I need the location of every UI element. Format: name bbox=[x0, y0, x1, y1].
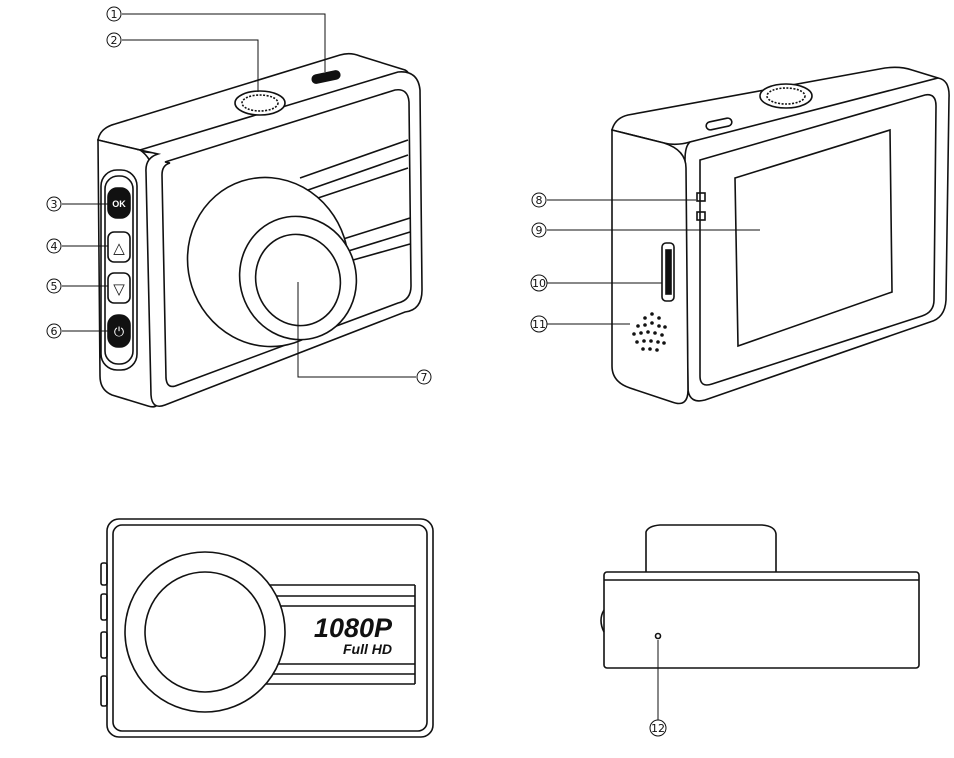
up-button-icon[interactable] bbox=[107, 231, 131, 263]
microphone-icon bbox=[654, 632, 662, 640]
lens-inner-ring bbox=[254, 233, 342, 327]
bottom-view-body bbox=[603, 571, 920, 669]
front-view-inner bbox=[112, 524, 428, 732]
ok-button-icon[interactable] bbox=[107, 187, 131, 219]
side-nub bbox=[100, 631, 108, 659]
front-view-lens-inner bbox=[144, 571, 266, 693]
callout-circle bbox=[46, 278, 62, 294]
callout-11: 11 bbox=[532, 318, 546, 331]
back-left-face bbox=[611, 128, 689, 405]
down-button-icon[interactable] bbox=[107, 272, 131, 304]
callout-circle bbox=[649, 719, 667, 737]
front-view-lens bbox=[124, 551, 286, 713]
callout-circle bbox=[46, 238, 62, 254]
speaker-icon bbox=[632, 312, 667, 352]
callout-lines bbox=[62, 13, 760, 720]
bottom-view-side-button bbox=[600, 609, 605, 633]
up-button-glyph: △ bbox=[113, 239, 125, 257]
front-stripe bbox=[345, 243, 411, 263]
callout-3: 3 bbox=[51, 198, 58, 211]
ok-button-label: OK bbox=[112, 199, 126, 209]
back-usb-port bbox=[705, 117, 733, 131]
callout-12: 12 bbox=[651, 722, 665, 735]
leader-line-7 bbox=[297, 282, 416, 378]
back-angle-view bbox=[611, 66, 950, 405]
side-nub bbox=[100, 675, 108, 707]
bottom-view bbox=[600, 524, 920, 669]
leader-line-1 bbox=[122, 13, 326, 72]
callout-circle bbox=[416, 369, 432, 385]
side-button-panel-inner bbox=[104, 175, 134, 365]
lens-outer-ring bbox=[238, 215, 358, 341]
side-button-panel bbox=[100, 169, 138, 371]
callout-1: 1 bbox=[111, 8, 118, 21]
callout-9: 9 bbox=[536, 224, 543, 237]
callout-circle bbox=[531, 222, 547, 238]
callout-2: 2 bbox=[111, 34, 118, 47]
callout-circle bbox=[530, 315, 548, 333]
bottom-view-mount bbox=[645, 524, 777, 572]
callout-5: 5 bbox=[51, 280, 58, 293]
front-stripe bbox=[307, 154, 409, 191]
callout-circle bbox=[46, 323, 62, 339]
usb-port-icon bbox=[311, 70, 341, 84]
callout-circle bbox=[46, 196, 62, 212]
side-nub bbox=[100, 593, 108, 621]
back-inner-border bbox=[699, 93, 937, 386]
callout-10: 10 bbox=[532, 277, 546, 290]
indicator-light-icon bbox=[696, 211, 706, 221]
callout-circle bbox=[530, 274, 548, 292]
callout-circle bbox=[106, 6, 122, 22]
screen-icon bbox=[734, 128, 893, 348]
quality-label: Full HD bbox=[343, 641, 392, 657]
callout-6: 6 bbox=[51, 325, 58, 338]
callout-circle bbox=[106, 32, 122, 48]
side-nub bbox=[100, 562, 108, 586]
callout-4: 4 bbox=[51, 240, 58, 253]
power-button-glyph: ⏻ bbox=[114, 325, 124, 340]
front-stripe bbox=[311, 167, 409, 201]
callout-labels: 1 2 3 4 5 6 7 8 9 10 11 12 bbox=[46, 6, 667, 737]
front-stripe bbox=[299, 139, 409, 179]
front-angle-view: OK △ ▽ ⏻ bbox=[97, 52, 423, 408]
back-record-button-ring bbox=[766, 87, 806, 105]
front-view: 1080P Full HD bbox=[100, 518, 434, 738]
callout-7: 7 bbox=[421, 371, 428, 384]
callout-8: 8 bbox=[536, 194, 543, 207]
down-button-glyph: ▽ bbox=[113, 280, 125, 298]
resolution-label: 1080P bbox=[314, 613, 393, 643]
indicator-light-icon bbox=[696, 192, 706, 202]
hdmi-port-inner bbox=[665, 249, 672, 295]
callout-circle bbox=[531, 192, 547, 208]
record-button-ring bbox=[241, 94, 279, 112]
leader-line-2 bbox=[122, 39, 259, 92]
front-stripe bbox=[339, 217, 411, 241]
front-stripe bbox=[344, 231, 411, 253]
